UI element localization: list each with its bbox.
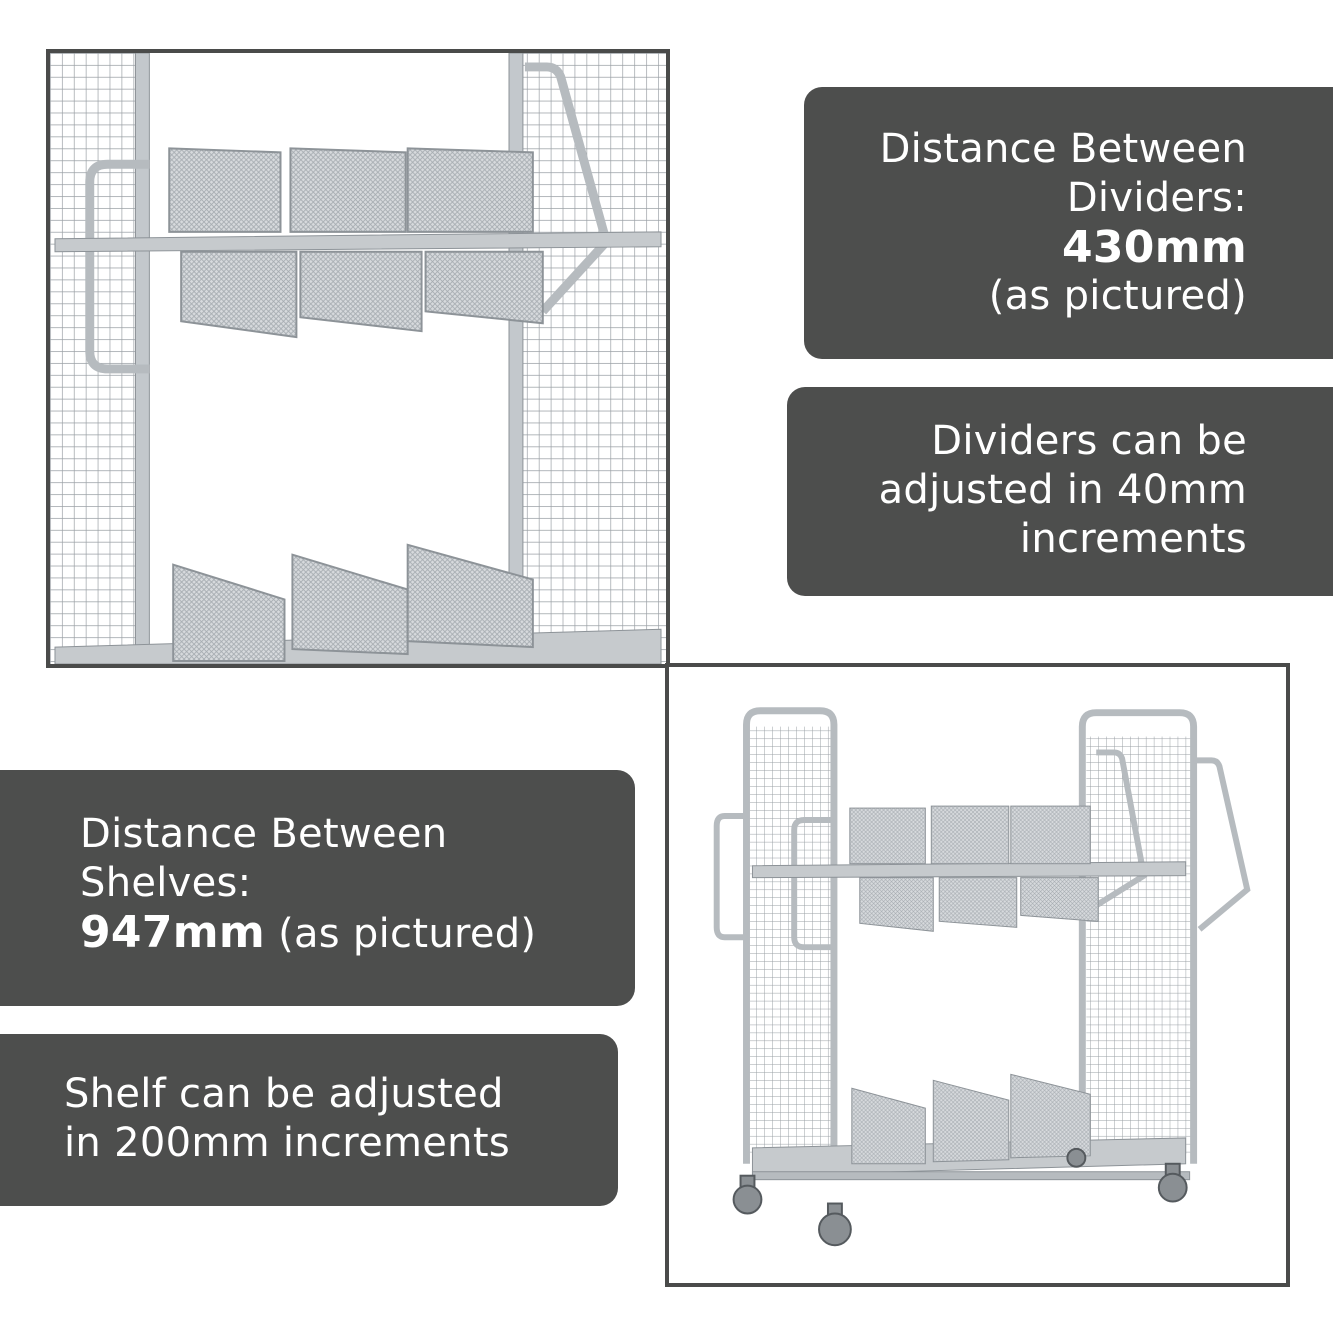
shelves-distance-note: (as pictured) (278, 911, 537, 957)
dividers-adjust-line3: increments (1019, 516, 1247, 562)
dividers-distance-note: (as pictured) (988, 273, 1247, 319)
dividers-distance-line2: Dividers: (1066, 175, 1247, 221)
shelf-adjust-line2: in 200mm increments (64, 1120, 510, 1166)
shelves-distance-value-row: 947mm (as pictured) (80, 908, 635, 959)
shelf-adjust-callout: Shelf can be adjusted in 200mm increment… (0, 1034, 618, 1206)
shelf-adjust-line1: Shelf can be adjusted (64, 1071, 504, 1117)
shelves-distance-line1: Distance Between (80, 811, 448, 857)
shelves-distance-callout: Distance Between Shelves: 947mm (as pict… (0, 770, 635, 1006)
shelves-distance-line2: Shelves: (80, 860, 252, 906)
dividers-distance-callout: Distance Between Dividers: 430mm (as pic… (804, 87, 1333, 359)
dividers-distance-line1: Distance Between (879, 126, 1247, 172)
dividers-adjust-line2: adjusted in 40mm (878, 467, 1247, 513)
trolley-product-image (665, 663, 1290, 1287)
dividers-adjust-line1: Dividers can be (931, 418, 1247, 464)
dividers-adjust-callout: Dividers can be adjusted in 40mm increme… (787, 387, 1333, 596)
dividers-distance-value: 430mm (1061, 222, 1247, 273)
shelves-distance-value: 947mm (80, 907, 266, 958)
trolley-closeup-image (46, 49, 670, 668)
